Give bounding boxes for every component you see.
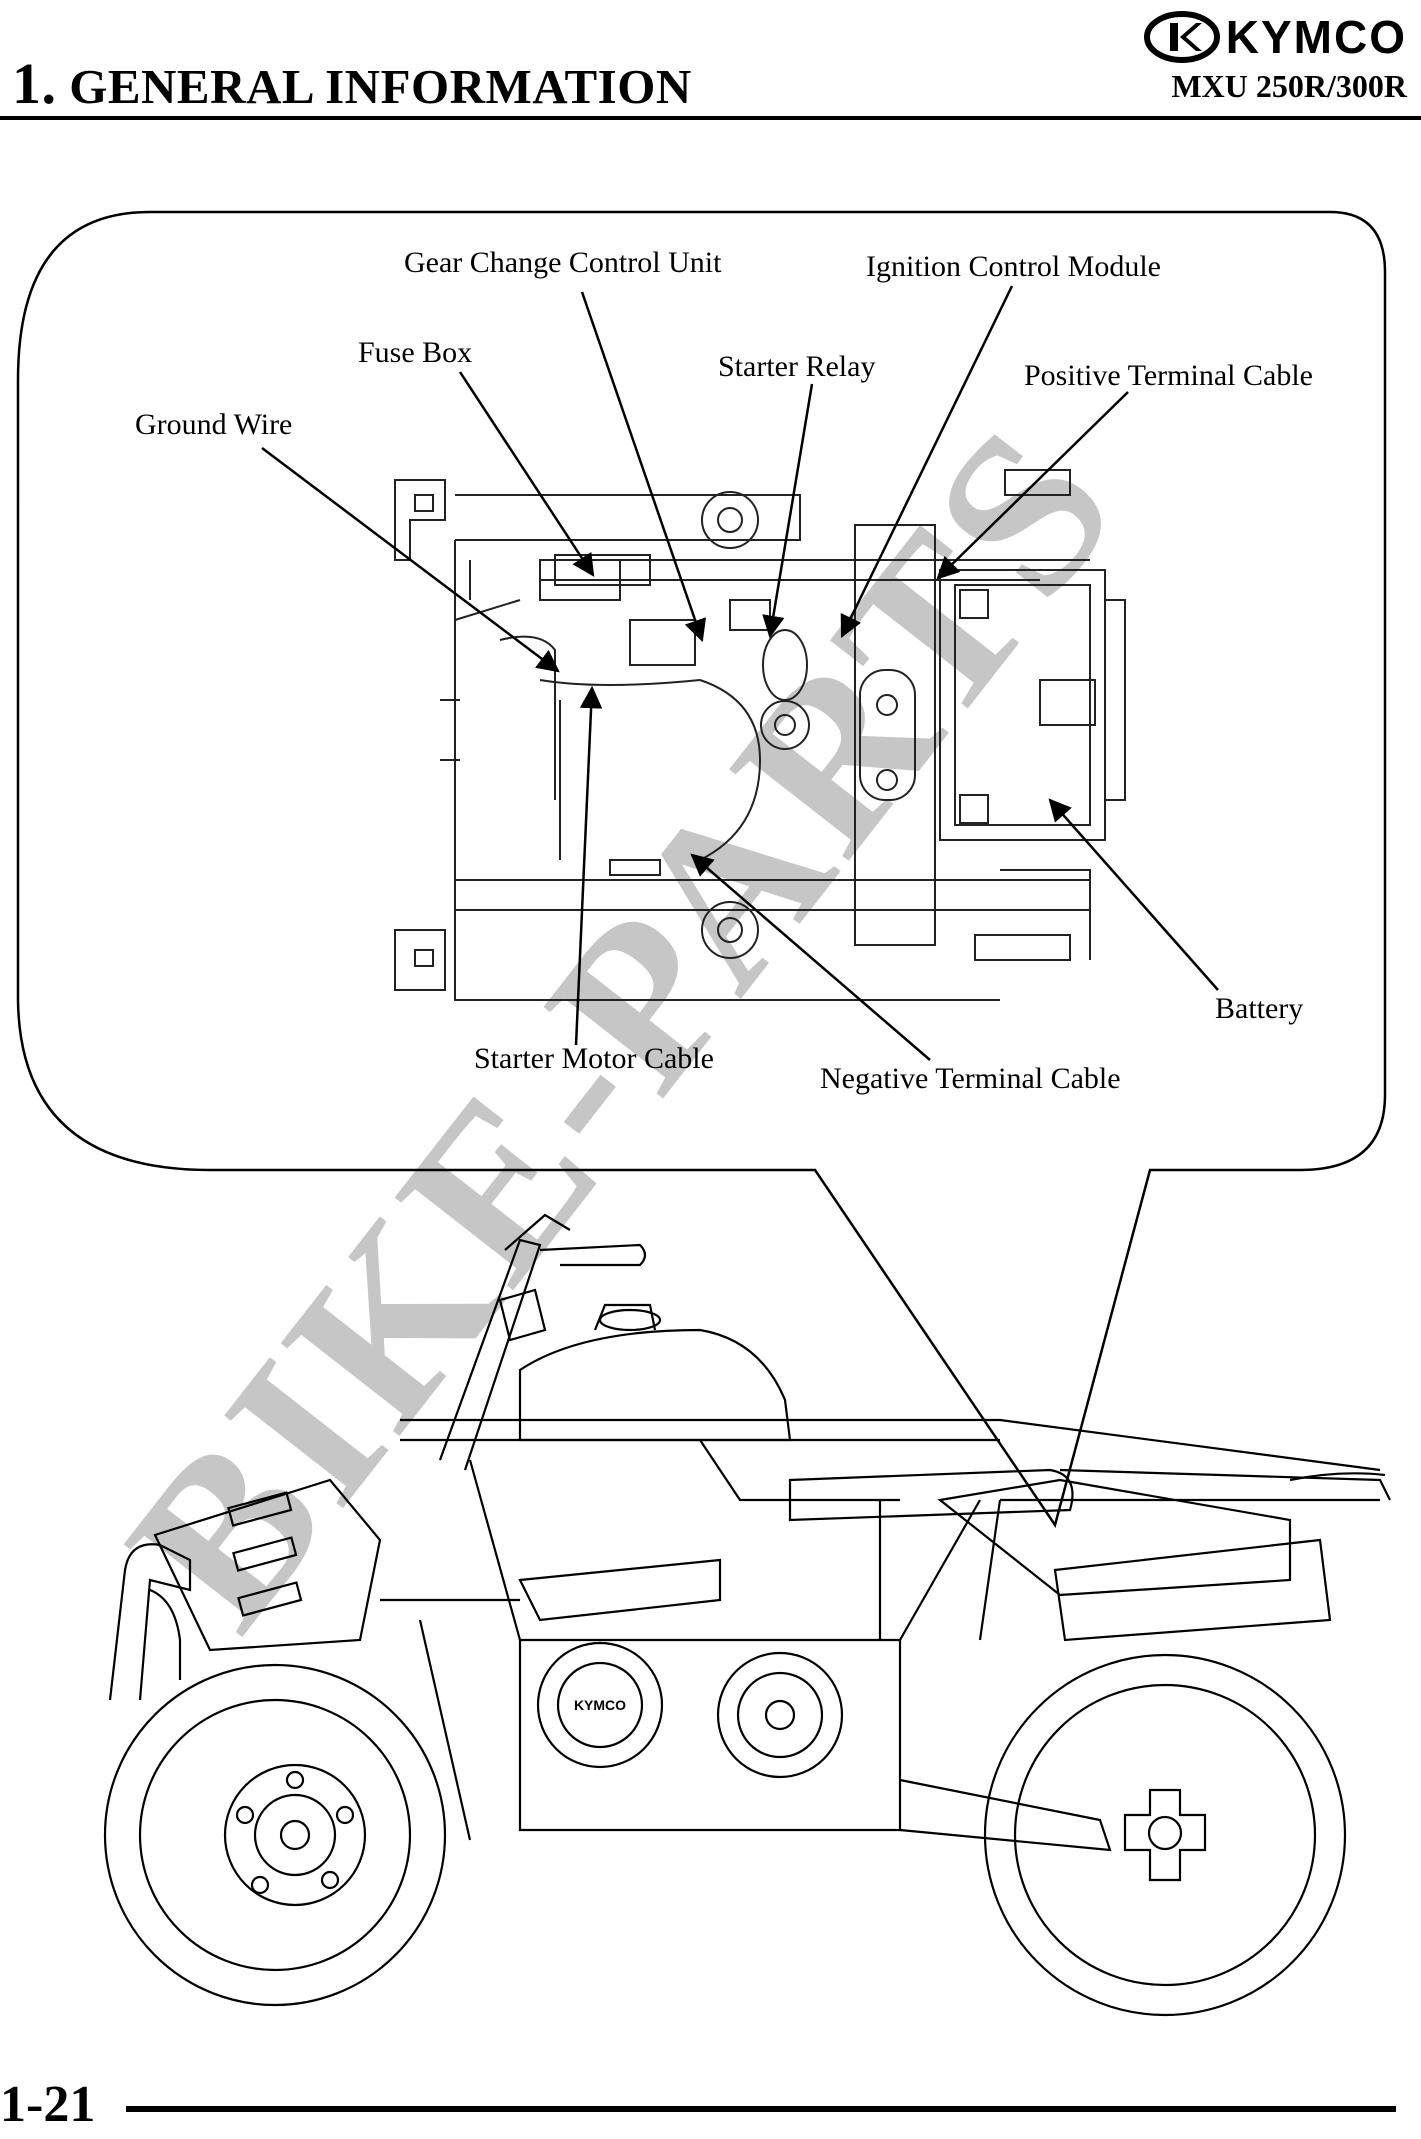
footer-rule xyxy=(126,2106,1396,2112)
chassis-top-view xyxy=(394,469,1126,1001)
brand-name: KYMCO xyxy=(1225,11,1407,63)
engine-cover-text: KYMCO xyxy=(574,1697,626,1713)
leader-ignition xyxy=(840,285,1014,639)
leader-gear-change xyxy=(580,291,707,643)
leader-negative-terminal xyxy=(690,853,931,1061)
leader-positive-terminal xyxy=(936,391,1129,580)
section-number: 1. xyxy=(12,51,57,116)
label-starter-motor-cable: Starter Motor Cable xyxy=(474,1042,714,1075)
leader-battery xyxy=(1048,798,1219,991)
label-ground-wire: Ground Wire xyxy=(135,408,293,441)
callout-bubble xyxy=(16,210,1387,1528)
label-ignition-control-module: Ignition Control Module xyxy=(866,250,1161,283)
label-fuse-box: Fuse Box xyxy=(358,336,473,369)
model-name: MXU 250R/300R xyxy=(1171,68,1407,104)
header-rule xyxy=(0,116,1421,120)
leader-ground-wire xyxy=(261,447,560,673)
page-number: 1-21 xyxy=(0,2076,96,2133)
leader-fuse-box xyxy=(458,371,595,577)
atv-side-view xyxy=(103,1213,1391,2017)
label-gear-change-control-unit: Gear Change Control Unit xyxy=(404,246,722,279)
leader-starter-relay xyxy=(762,383,814,639)
svg-text:BIKE-PARTS: BIKE-PARTS xyxy=(78,379,1166,1671)
section-title-text: GENERAL INFORMATION xyxy=(69,59,692,114)
kymco-logo-icon xyxy=(1143,11,1220,63)
label-starter-relay: Starter Relay xyxy=(718,350,876,383)
leader-starter-motor xyxy=(574,685,603,1046)
label-negative-terminal-cable: Negative Terminal Cable xyxy=(820,1062,1121,1095)
label-positive-terminal-cable: Positive Terminal Cable xyxy=(1024,359,1313,392)
leader-lines xyxy=(261,285,1219,1061)
watermark: BIKE-PARTS xyxy=(78,379,1166,1671)
section-title: 1. GENERAL INFORMATION xyxy=(12,50,692,117)
brand-logo: KYMCO xyxy=(1143,10,1407,64)
label-battery: Battery xyxy=(1215,992,1304,1025)
